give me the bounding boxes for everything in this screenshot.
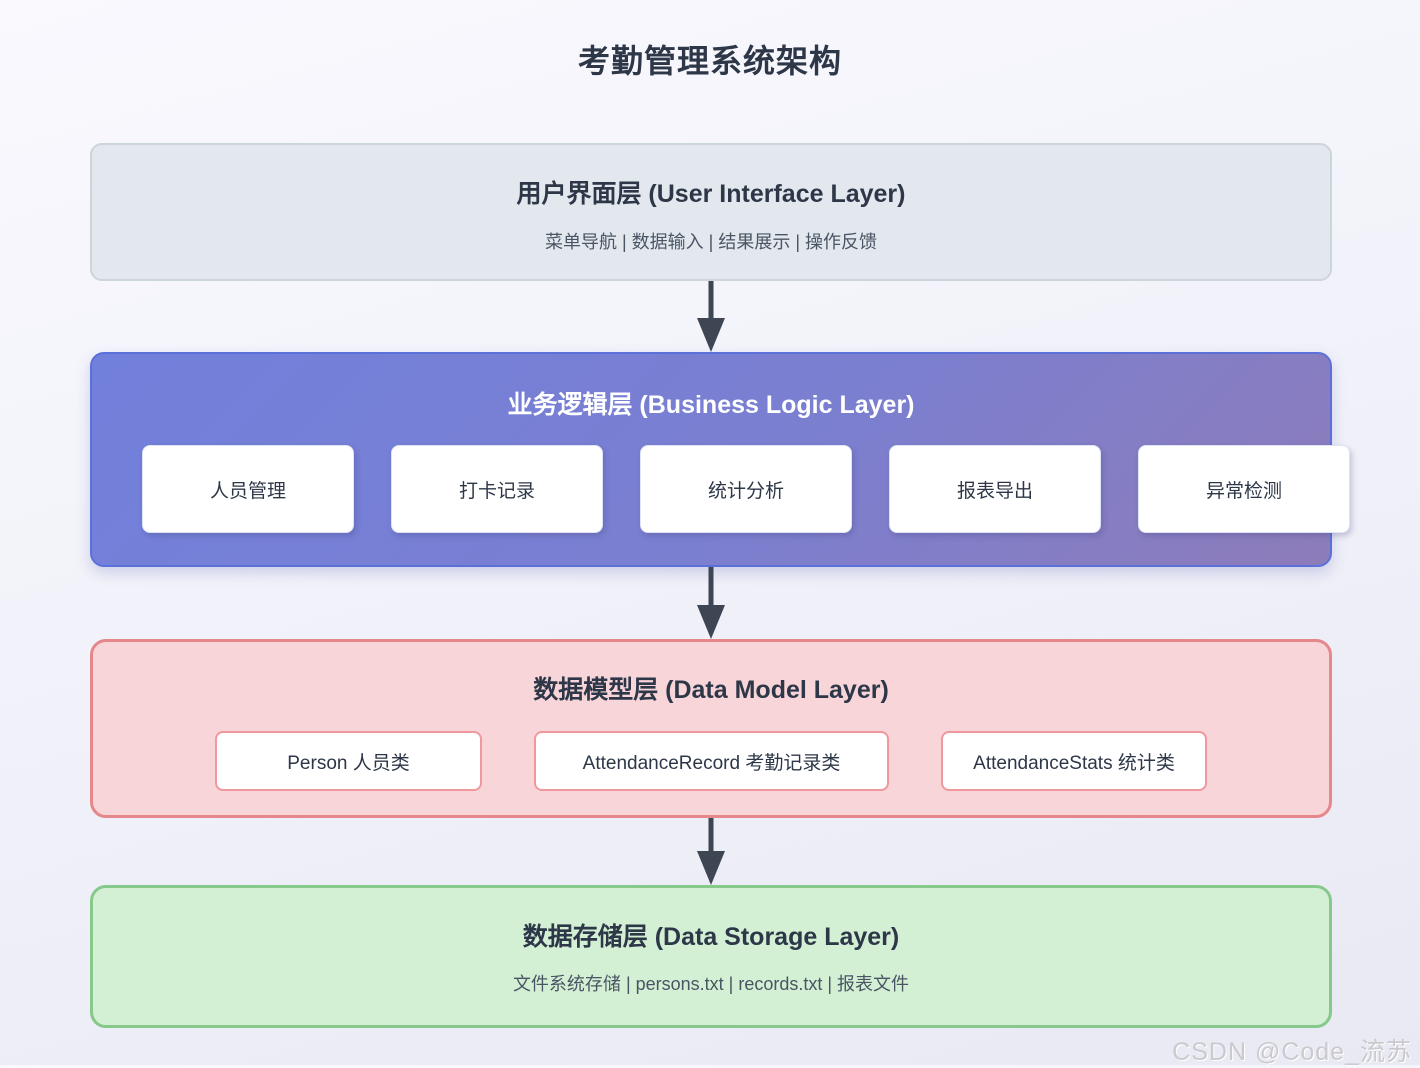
layer-data-storage-title: 数据存储层 (Data Storage Layer) <box>522 923 900 951</box>
business-module-row: 人员管理 打卡记录 统计分析 报表导出 异常检测 <box>142 445 1350 533</box>
layer-user-interface: 用户界面层 (User Interface Layer) 菜单导航 | 数据输入… <box>90 143 1332 281</box>
layer-user-interface-title: 用户界面层 (User Interface Layer) <box>516 180 906 208</box>
arrow-down-icon <box>697 281 725 352</box>
watermark: CSDN @Code_流苏 <box>1172 1038 1412 1066</box>
arrow-down-icon <box>697 567 725 639</box>
layer-business-logic-title: 业务逻辑层 (Business Logic Layer) <box>507 391 915 419</box>
module-report-export: 报表导出 <box>889 445 1101 533</box>
layer-data-model: 数据模型层 (Data Model Layer) Person 人员类 Atte… <box>90 639 1332 818</box>
layer-business-logic: 业务逻辑层 (Business Logic Layer) 人员管理 打卡记录 统… <box>90 352 1350 567</box>
layer-data-storage-subtitle: 文件系统存储 | persons.txt | records.txt | 报表文… <box>512 974 910 994</box>
page-title: 考勤管理系统架构 <box>577 43 842 79</box>
layer-data-storage: 数据存储层 (Data Storage Layer) 文件系统存储 | pers… <box>90 885 1332 1028</box>
layer-data-model-title: 数据模型层 (Data Model Layer) <box>533 676 889 704</box>
arrow-down-icon <box>697 818 725 885</box>
module-statistics-analysis: 统计分析 <box>640 445 852 533</box>
model-class-row: Person 人员类 AttendanceRecord 考勤记录类 Attend… <box>93 731 1329 791</box>
class-person: Person 人员类 <box>215 731 482 791</box>
class-attendance-stats: AttendanceStats 统计类 <box>941 731 1207 791</box>
class-attendance-record: AttendanceRecord 考勤记录类 <box>534 731 889 791</box>
module-anomaly-detection: 异常检测 <box>1138 445 1350 533</box>
module-clock-records: 打卡记录 <box>391 445 603 533</box>
module-person-management: 人员管理 <box>142 445 354 533</box>
layer-user-interface-subtitle: 菜单导航 | 数据输入 | 结果展示 | 操作反馈 <box>544 232 878 252</box>
